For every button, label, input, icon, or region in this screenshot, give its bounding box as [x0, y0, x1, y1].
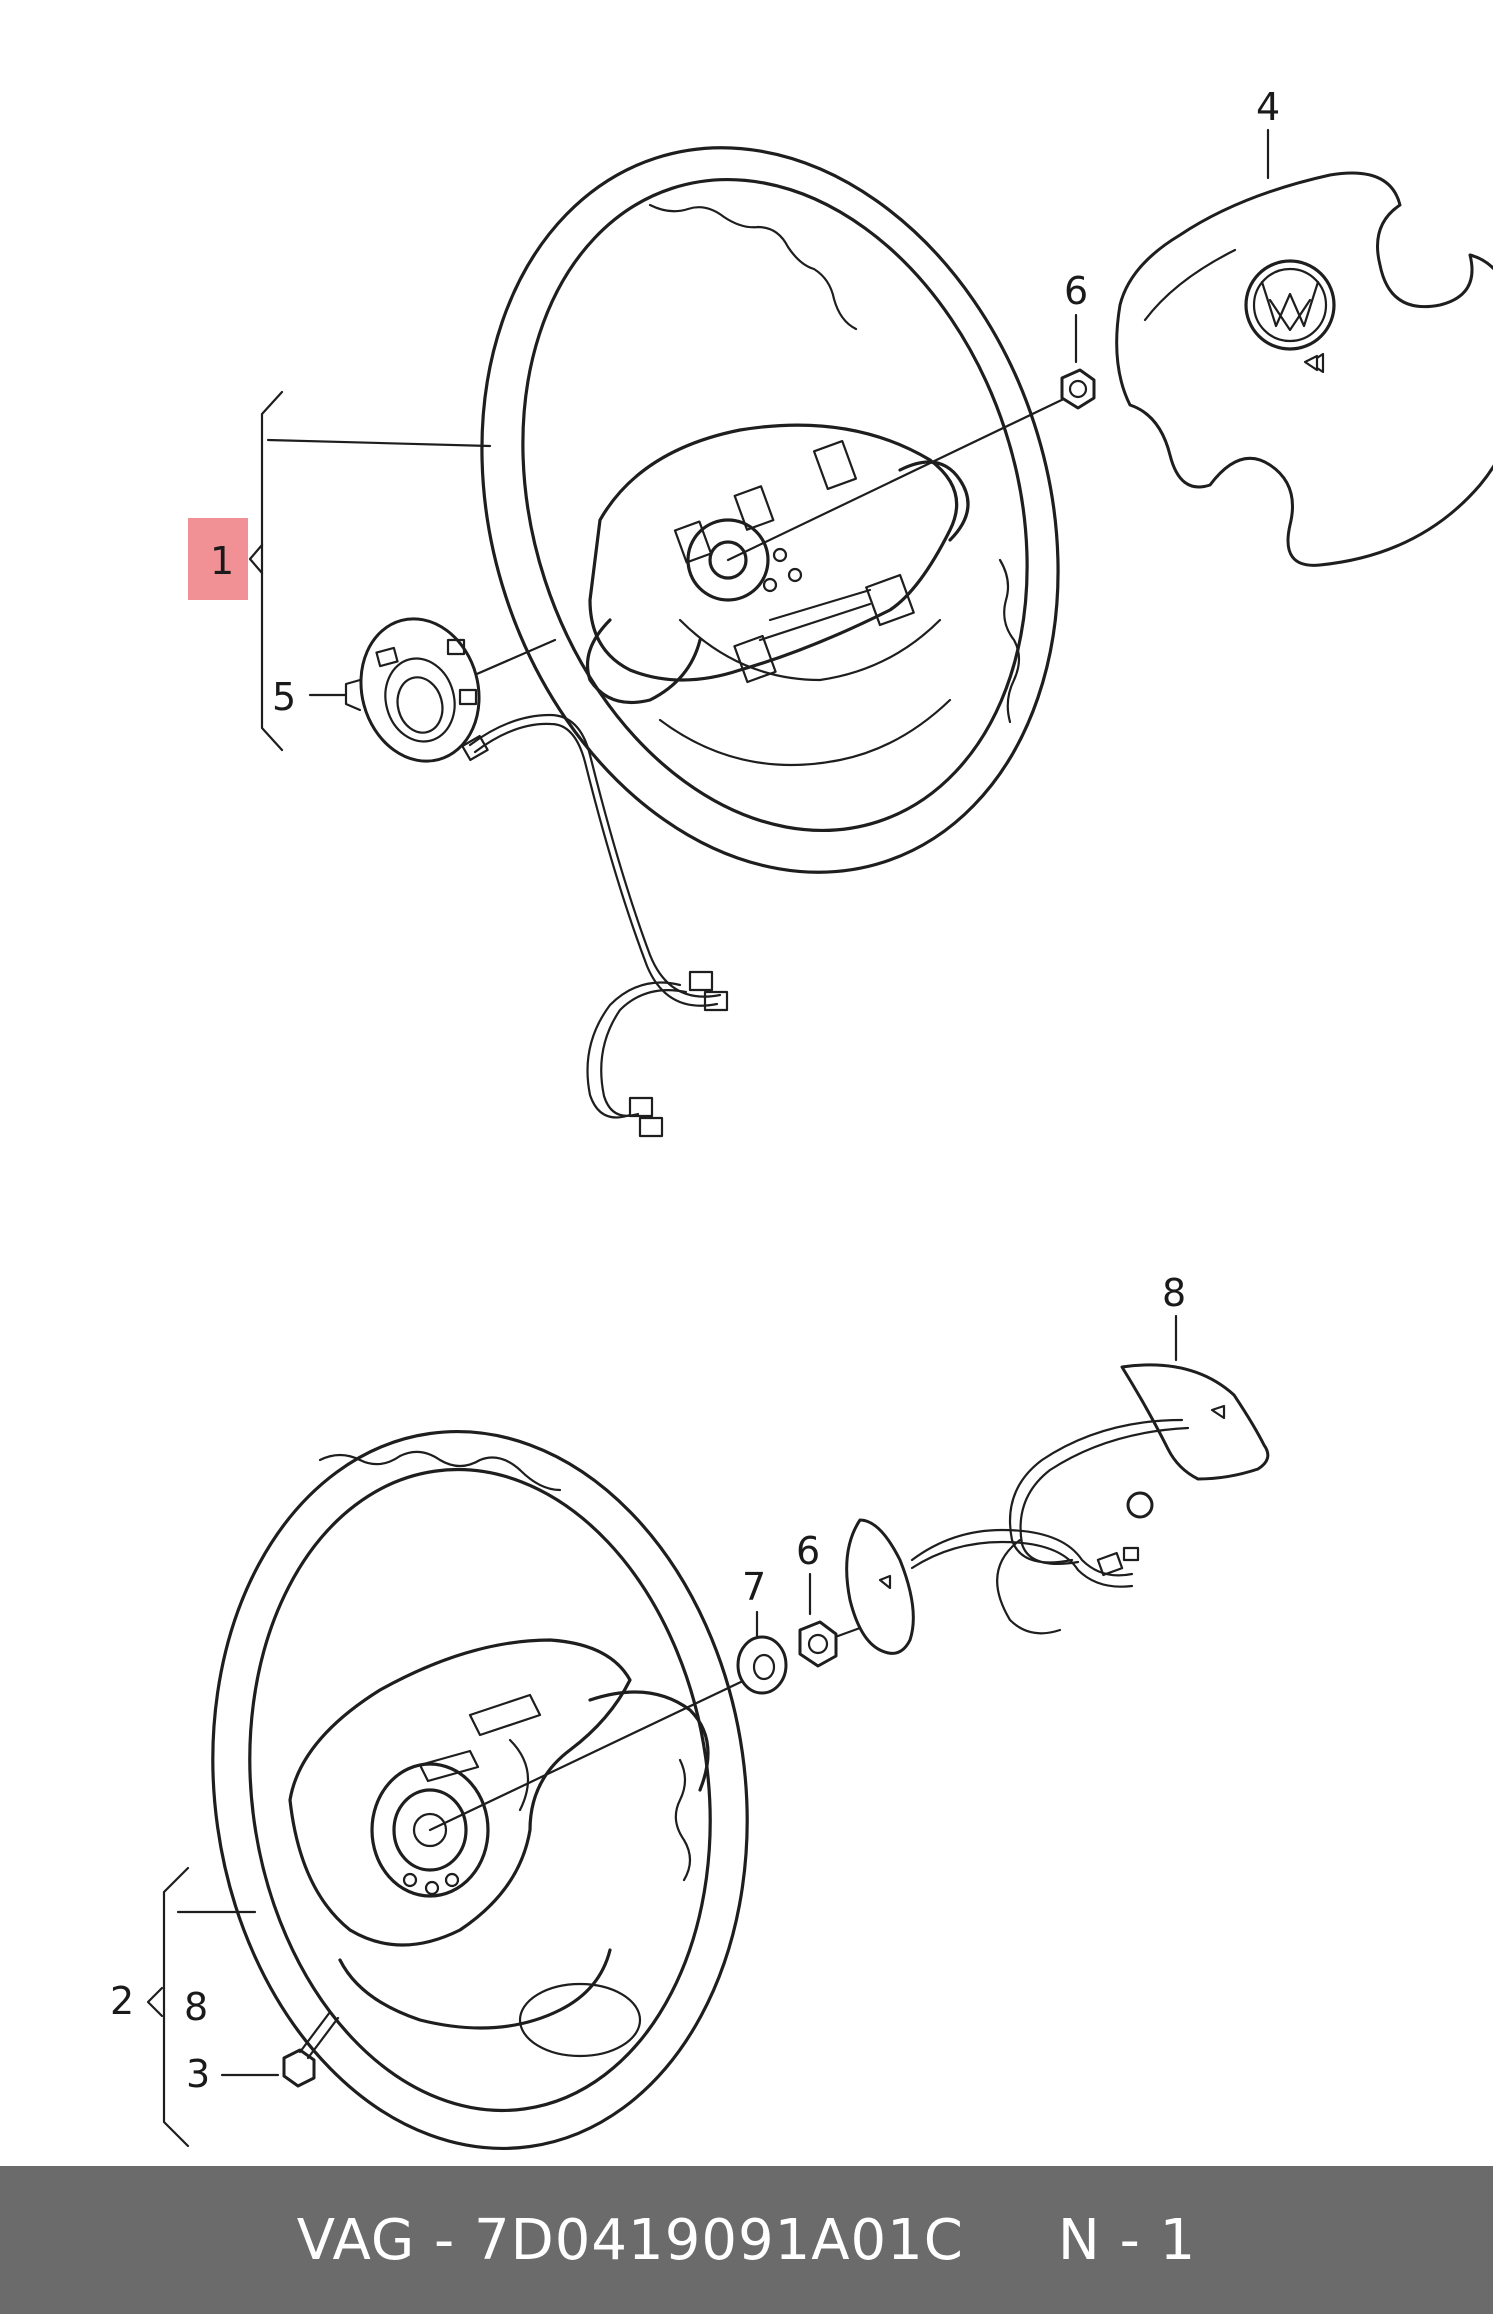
airbag-unit — [1115, 128, 1493, 567]
upper-steering-wheel — [438, 146, 1074, 874]
horn-button — [845, 1518, 1140, 1655]
nut-upper — [1060, 313, 1096, 410]
vw-logo-icon — [1244, 259, 1336, 351]
lower-steering-wheel — [211, 1430, 749, 2150]
bolt — [220, 2010, 340, 2088]
callout-4[interactable]: 4 — [1256, 85, 1281, 129]
callout-5[interactable]: 5 — [272, 675, 297, 719]
clock-spring — [308, 617, 729, 1138]
footer-bar: VAG - 7D0419091A01C N - 1 — [0, 2166, 1493, 2314]
group-bracket-2 — [146, 1866, 257, 2148]
horn-symbol-icon — [1303, 352, 1325, 374]
washer — [736, 1610, 788, 1695]
callout-7[interactable]: 7 — [742, 1565, 767, 1609]
callout-6-lower[interactable]: 6 — [796, 1529, 821, 1573]
selected-part-highlight — [188, 518, 248, 600]
callout-8-upper[interactable]: 8 — [1162, 1271, 1187, 1315]
nut-lower — [798, 1572, 862, 1668]
callout-3[interactable]: 3 — [186, 2052, 211, 2096]
switch-cover — [1008, 1314, 1270, 1565]
callout-8-lower[interactable]: 8 — [184, 1985, 209, 2029]
footer-part-number: VAG - 7D0419091A01C N - 1 — [296, 2207, 1197, 2273]
steering-wheel-exploded-diagram — [146, 128, 1493, 2150]
callout-2[interactable]: 2 — [110, 1979, 135, 2023]
callout-6-upper[interactable]: 6 — [1064, 269, 1089, 313]
callout-1[interactable]: 1 — [210, 539, 235, 583]
group-bracket-1 — [248, 390, 492, 752]
